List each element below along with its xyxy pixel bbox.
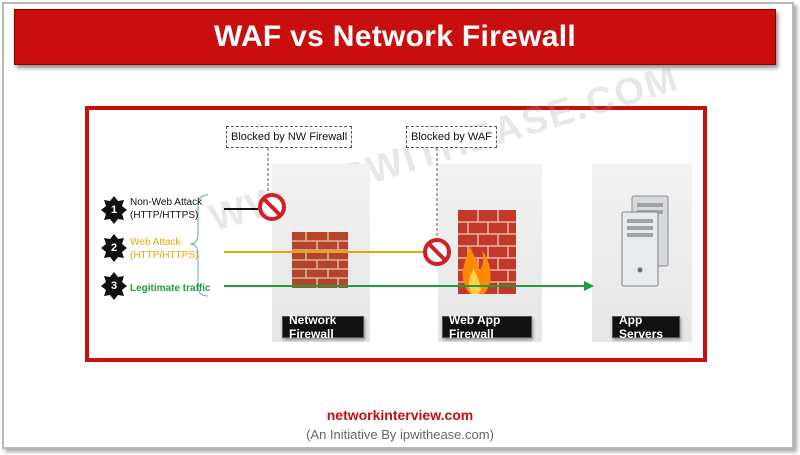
badge-star-3 [101,272,127,300]
page-title: WAF vs Network Firewall [214,20,576,53]
badge-number-1: 1 [110,204,118,216]
waf-fire-wall-icon [458,210,516,294]
traffic-label-web-attack: Web Attack (HTTP/HTTPS) [130,236,198,262]
blocked-by-waf-callout: Blocked by WAF [406,126,497,148]
badge-star-1 [101,196,127,224]
traffic-label-line1: Non-Web Attack [130,197,203,208]
app-servers-label: App Servers [612,313,680,341]
traffic-label-non-web: Non-Web Attack (HTTP/HTTPS) [130,196,202,222]
traffic-label-line2: (HTTP/HTTPS) [130,250,199,261]
badge-number-3: 3 [110,280,118,292]
block-icon-nw [258,193,286,221]
app-servers-icon [621,195,669,287]
waf-label: Web App Firewall [442,313,532,341]
traffic-label-line1: Web Attack [130,237,181,248]
traffic-label-legitimate: Legitimate traffic [130,282,211,295]
blocked-by-nw-callout: Blocked by NW Firewall [226,126,353,148]
footer-site-name: networkinterview.com [326,407,474,423]
traffic-label-line2: (HTTP/HTTPS) [130,210,199,221]
traffic-label-line1: Legitimate traffic [130,283,211,294]
footer-initiative: (An Initiative By ipwithease.com) [306,427,494,442]
network-firewall-label: Network Firewall [282,313,364,341]
block-icon-waf [423,238,451,266]
legitimate-arrow-icon [584,281,594,291]
network-firewall-wall-icon [292,232,348,288]
badge-star-2 [101,234,127,262]
badge-number-2: 2 [110,242,118,254]
title-banner: WAF vs Network Firewall [14,9,776,65]
traffic-bracket [189,194,209,297]
